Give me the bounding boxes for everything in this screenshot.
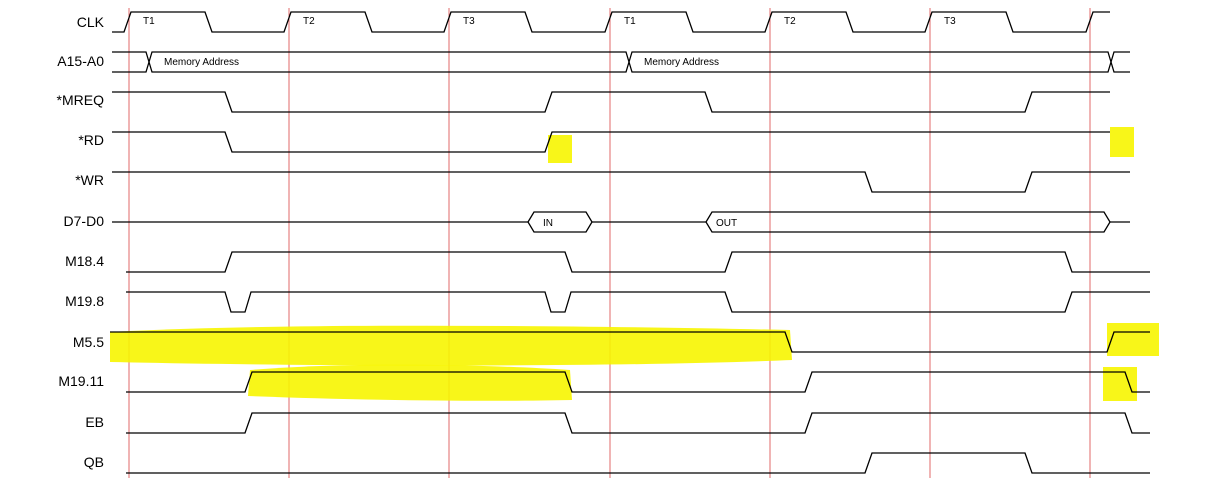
signal-label-rd: *RD [78,132,104,148]
t-state-label: T2 [784,16,796,27]
t-state-label: T1 [143,16,155,27]
highlight-mark [110,325,792,366]
m55-waveform [110,331,1150,353]
eb-waveform [126,412,1150,434]
signal-labels: CLK A15-A0 *MREQ *RD *WR D7-D0 M18.4 M19… [57,14,105,470]
signal-label-data: D7-D0 [64,213,105,229]
t-state-label: T3 [944,16,956,27]
signal-label-m198: M19.8 [65,293,104,309]
signal-label-m1911: M19.11 [58,373,104,389]
addr-bus: Memory Address Memory Address [112,51,1130,73]
m184-waveform [126,251,1150,273]
data-bus: IN OUT [112,211,1130,233]
highlights [110,127,1159,401]
highlight-mark [1107,323,1159,356]
highlight-mark [248,364,572,401]
bus-label-addr: Memory Address [644,57,719,68]
signal-label-wr: *WR [75,172,104,188]
t-state-labels: T1 T2 T3 T1 T2 T3 [143,16,956,27]
signal-label-m55: M5.5 [73,334,104,350]
signal-label-eb: EB [85,414,104,430]
m198-waveform [126,291,1150,313]
signal-label-mreq: *MREQ [57,92,105,108]
signal-label-qb: QB [84,454,104,470]
t-state-label: T1 [624,16,636,27]
m1911-waveform [126,371,1150,393]
clk-waveform [112,11,1110,33]
highlight-mark [1110,127,1134,157]
qb-waveform [126,452,1150,474]
bus-label-addr: Memory Address [164,57,239,68]
highlight-mark [548,135,572,163]
bus-label-data-in: IN [543,218,553,229]
t-state-label: T2 [303,16,315,27]
rd-waveform [112,131,1110,153]
signal-label-addr: A15-A0 [57,53,104,69]
cycle-dividers [128,8,1091,478]
signal-label-clk: CLK [77,14,105,30]
bus-label-data-out: OUT [716,218,737,229]
mreq-waveform [112,91,1110,113]
wr-waveform [112,171,1130,193]
signal-label-m184: M18.4 [65,253,104,269]
highlight-mark [1103,367,1137,401]
t-state-label: T3 [463,16,475,27]
